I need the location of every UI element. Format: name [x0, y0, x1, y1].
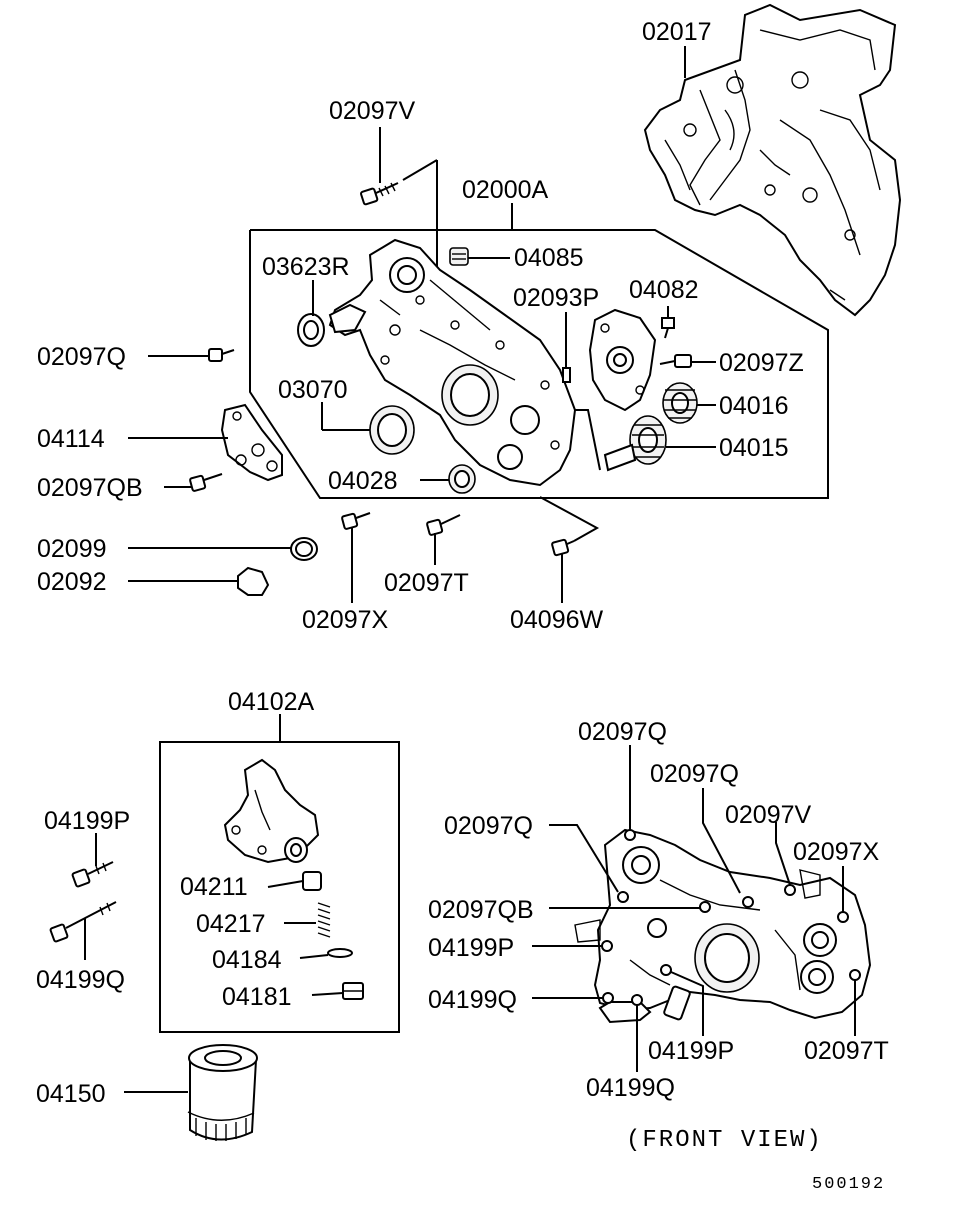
front-view-labels: 02097Q 02097Q 02097V 02097Q 02097X 02097…	[428, 718, 889, 1154]
label-04184: 04184	[212, 946, 282, 974]
label-02097QB: 02097QB	[37, 474, 143, 502]
label-fv-02097Q-2: 02097Q	[650, 760, 739, 788]
gasket-02092-drawing	[237, 566, 270, 596]
label-fv-02097T: 02097T	[804, 1037, 889, 1065]
label-04082: 04082	[629, 276, 699, 304]
label-fv-02097Q-1: 02097Q	[578, 718, 667, 746]
label-02097Z: 02097Z	[719, 349, 804, 377]
label-04015: 04015	[719, 434, 789, 462]
label-04096W: 04096W	[510, 606, 604, 634]
bolt-02097Q-drawing	[208, 348, 235, 362]
label-02097T: 02097T	[384, 569, 469, 597]
filter-leader-lines	[84, 833, 344, 1093]
oil-filter-04150-drawing	[187, 1044, 258, 1141]
oil-seal-04028-drawing	[448, 464, 476, 494]
label-04181: 04181	[222, 983, 292, 1011]
oil-seal-03623R-drawing	[297, 313, 325, 347]
plug-04085-drawing	[449, 247, 469, 266]
label-fv-04199P-1: 04199P	[428, 934, 514, 962]
label-fv-04199Q-1: 04199Q	[428, 986, 517, 1014]
screw-04082-drawing	[661, 317, 675, 339]
bolt-04096W-drawing	[539, 496, 600, 557]
label-04199P: 04199P	[44, 807, 130, 835]
pin-02093P-drawing	[562, 367, 571, 383]
label-04016: 04016	[719, 392, 789, 420]
label-02097V: 02097V	[329, 97, 416, 125]
oil-seal-03070-drawing	[369, 405, 415, 455]
relief-plunger-04211-drawing	[302, 871, 322, 891]
label-02000A: 02000A	[462, 176, 549, 204]
label-04028: 04028	[328, 467, 398, 495]
label-04150: 04150	[36, 1080, 106, 1108]
label-02092: 02092	[37, 568, 107, 596]
label-03623R: 03623R	[262, 253, 350, 281]
bolt-04199P-drawing	[71, 861, 114, 888]
front-view-bolt-markers	[601, 829, 861, 1006]
upper-leader-lines	[128, 46, 716, 603]
oil-pump-case-drawing	[328, 238, 577, 487]
spring-04217-drawing	[317, 902, 331, 938]
gear-04016-drawing	[662, 382, 698, 424]
upper-part-labels: 02017 02097V 02000A 03623R 04085 02093P …	[37, 18, 804, 634]
plug-04181-drawing	[342, 982, 364, 1000]
label-04211: 04211	[180, 873, 248, 901]
label-fv-02097X: 02097X	[793, 838, 880, 866]
label-02099: 02099	[37, 535, 107, 563]
label-03070: 03070	[278, 376, 348, 404]
bolt-04199Q-drawing	[49, 901, 117, 943]
label-02097Q: 02097Q	[37, 343, 126, 371]
label-02093P: 02093P	[513, 284, 599, 312]
front-view-caption: (FRONT VIEW)	[626, 1127, 823, 1154]
label-02097X: 02097X	[302, 606, 389, 634]
engine-block-drawing	[643, 3, 902, 317]
bolt-02097Z-drawing	[659, 354, 692, 368]
label-04102A: 04102A	[228, 688, 315, 716]
gear-shaft-04015-drawing	[603, 415, 667, 472]
front-view-leader-lines	[532, 745, 856, 1072]
label-fv-02097QB: 02097QB	[428, 896, 534, 924]
label-fv-04199P-2: 04199P	[648, 1037, 734, 1065]
gasket-04184-drawing	[327, 948, 353, 958]
label-fv-04199Q-2: 04199Q	[586, 1074, 675, 1102]
oil-filter-bracket-frame	[159, 714, 400, 1033]
label-04114: 04114	[37, 425, 105, 453]
pump-cover-04082-drawing	[588, 308, 657, 412]
filter-bracket-drawing	[223, 758, 320, 864]
filter-part-labels: 04102A 04199P 04211 04217 04184 04199Q 0…	[36, 688, 315, 1108]
label-fv-02097V: 02097V	[725, 801, 812, 829]
o-ring-02099-drawing	[290, 537, 318, 561]
figure-number: 500192	[812, 1175, 885, 1194]
gasket-04114-drawing	[220, 403, 283, 482]
bolt-02097T-drawing	[426, 514, 461, 536]
label-04199Q: 04199Q	[36, 966, 125, 994]
bolt-02097V-drawing	[360, 182, 399, 206]
label-04085: 04085	[514, 244, 584, 272]
label-fv-02097Q-3: 02097Q	[444, 812, 533, 840]
bolt-02097QB-drawing	[189, 473, 223, 492]
bolt-02097X-drawing	[341, 512, 371, 530]
label-02017: 02017	[642, 18, 712, 46]
label-04217: 04217	[196, 910, 266, 938]
gear-bracket-lines	[575, 409, 601, 471]
